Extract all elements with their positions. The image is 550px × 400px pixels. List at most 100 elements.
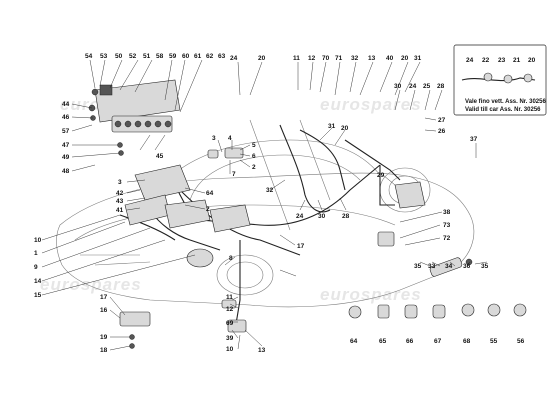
- callout-62: 62: [206, 53, 214, 60]
- callout-68: 68: [463, 338, 471, 345]
- loose-parts-row: [348, 303, 527, 319]
- callout-20: 20: [528, 57, 536, 64]
- callout-13: 13: [368, 55, 376, 62]
- inset-note-english: Valid till car Ass. Nr. 30256: [465, 107, 541, 113]
- watermark: eurospares: [320, 285, 422, 304]
- callout-17: 17: [100, 294, 108, 301]
- watermark: eurospares: [40, 275, 142, 294]
- callout-58: 58: [156, 53, 164, 60]
- callout-67: 67: [434, 338, 442, 345]
- callout-31: 31: [328, 123, 336, 130]
- callout-44: 44: [62, 101, 70, 108]
- callout-49: 49: [62, 154, 70, 161]
- callout-24: 24: [296, 213, 304, 220]
- callout-47: 47: [62, 142, 70, 149]
- callout-69: 69: [226, 320, 234, 327]
- callout-10: 10: [226, 346, 234, 353]
- callout-14: 14: [34, 278, 42, 285]
- callout-11: 11: [226, 294, 233, 301]
- pressure-regulator: [429, 257, 473, 277]
- callout-28: 28: [437, 83, 445, 90]
- callout-42: 42: [116, 190, 124, 197]
- callout-72: 72: [443, 235, 451, 242]
- callout-labels: 54 53 50 52 51 58 59 60 61 62 63 44 46 5…: [34, 53, 536, 354]
- callout-30: 30: [394, 83, 402, 90]
- rear-caliper: [377, 181, 426, 247]
- master-cylinder: [124, 164, 211, 229]
- variant-inset: Vale fino vett. Ass. Nr. 30256 Valid til…: [453, 44, 546, 116]
- abs-control-unit: [88, 79, 181, 156]
- callout-32: 32: [266, 187, 274, 194]
- callout-1: 1: [34, 250, 38, 257]
- callout-55: 55: [490, 338, 498, 345]
- callout-71: 71: [335, 55, 343, 62]
- callout-70: 70: [322, 55, 330, 62]
- callout-60: 60: [182, 53, 190, 60]
- callout-56: 56: [517, 338, 525, 345]
- callout-28: 28: [342, 213, 350, 220]
- callout-73: 73: [443, 222, 451, 229]
- callout-21: 21: [513, 57, 521, 64]
- callout-29: 29: [377, 172, 385, 179]
- pedal-bracket: [221, 299, 247, 333]
- callout-22: 22: [482, 57, 490, 64]
- callout-59: 59: [169, 53, 177, 60]
- callout-33: 33: [428, 263, 436, 270]
- callout-51: 51: [143, 53, 151, 60]
- callout-61: 61: [194, 53, 202, 60]
- callout-2: 2: [206, 206, 210, 213]
- callout-10: 10: [34, 237, 42, 244]
- callout-66: 66: [406, 338, 414, 345]
- callout-11: 11: [293, 55, 300, 62]
- callout-3: 3: [118, 179, 122, 186]
- callout-19: 19: [100, 334, 108, 341]
- callout-20: 20: [258, 55, 266, 62]
- callout-12: 12: [308, 55, 316, 62]
- callout-35: 35: [481, 263, 489, 270]
- callout-27: 27: [438, 117, 446, 124]
- callout-25: 25: [423, 83, 431, 90]
- callout-40: 40: [386, 55, 394, 62]
- callout-20: 20: [401, 55, 409, 62]
- callout-6: 6: [252, 153, 256, 160]
- callout-41: 41: [116, 207, 124, 214]
- callout-15: 15: [34, 292, 42, 299]
- callout-16: 16: [100, 307, 108, 314]
- callout-34: 34: [445, 263, 453, 270]
- callout-35: 35: [414, 263, 422, 270]
- callout-7: 7: [232, 171, 236, 178]
- callout-5: 5: [252, 142, 256, 149]
- callout-54: 54: [85, 53, 93, 60]
- callout-9: 9: [34, 264, 38, 271]
- callout-4: 4: [228, 135, 232, 142]
- callout-65: 65: [379, 338, 387, 345]
- callout-37: 37: [470, 136, 478, 143]
- callout-53: 53: [100, 53, 108, 60]
- callout-3: 3: [212, 135, 216, 142]
- callout-46: 46: [62, 114, 70, 121]
- callout-2: 2: [252, 164, 256, 171]
- callout-31: 31: [414, 55, 422, 62]
- brake-booster: [186, 204, 251, 268]
- callout-63: 63: [218, 53, 226, 60]
- callout-57: 57: [62, 128, 70, 135]
- callout-24: 24: [409, 83, 417, 90]
- callout-38: 38: [443, 209, 451, 216]
- callout-20: 20: [341, 125, 349, 132]
- callout-23: 23: [498, 57, 506, 64]
- callout-18: 18: [100, 347, 108, 354]
- callout-32: 32: [351, 55, 359, 62]
- car-body-outline: [56, 119, 475, 308]
- sensor-bracket: [119, 311, 151, 349]
- callout-50: 50: [115, 53, 123, 60]
- leader-lines: [41, 59, 488, 351]
- callout-36: 36: [463, 263, 471, 270]
- callout-43: 43: [116, 198, 124, 205]
- callout-45: 45: [156, 153, 164, 160]
- callout-30: 30: [318, 213, 326, 220]
- callout-52: 52: [129, 53, 137, 60]
- callout-48: 48: [62, 168, 70, 175]
- callout-8: 8: [229, 255, 233, 262]
